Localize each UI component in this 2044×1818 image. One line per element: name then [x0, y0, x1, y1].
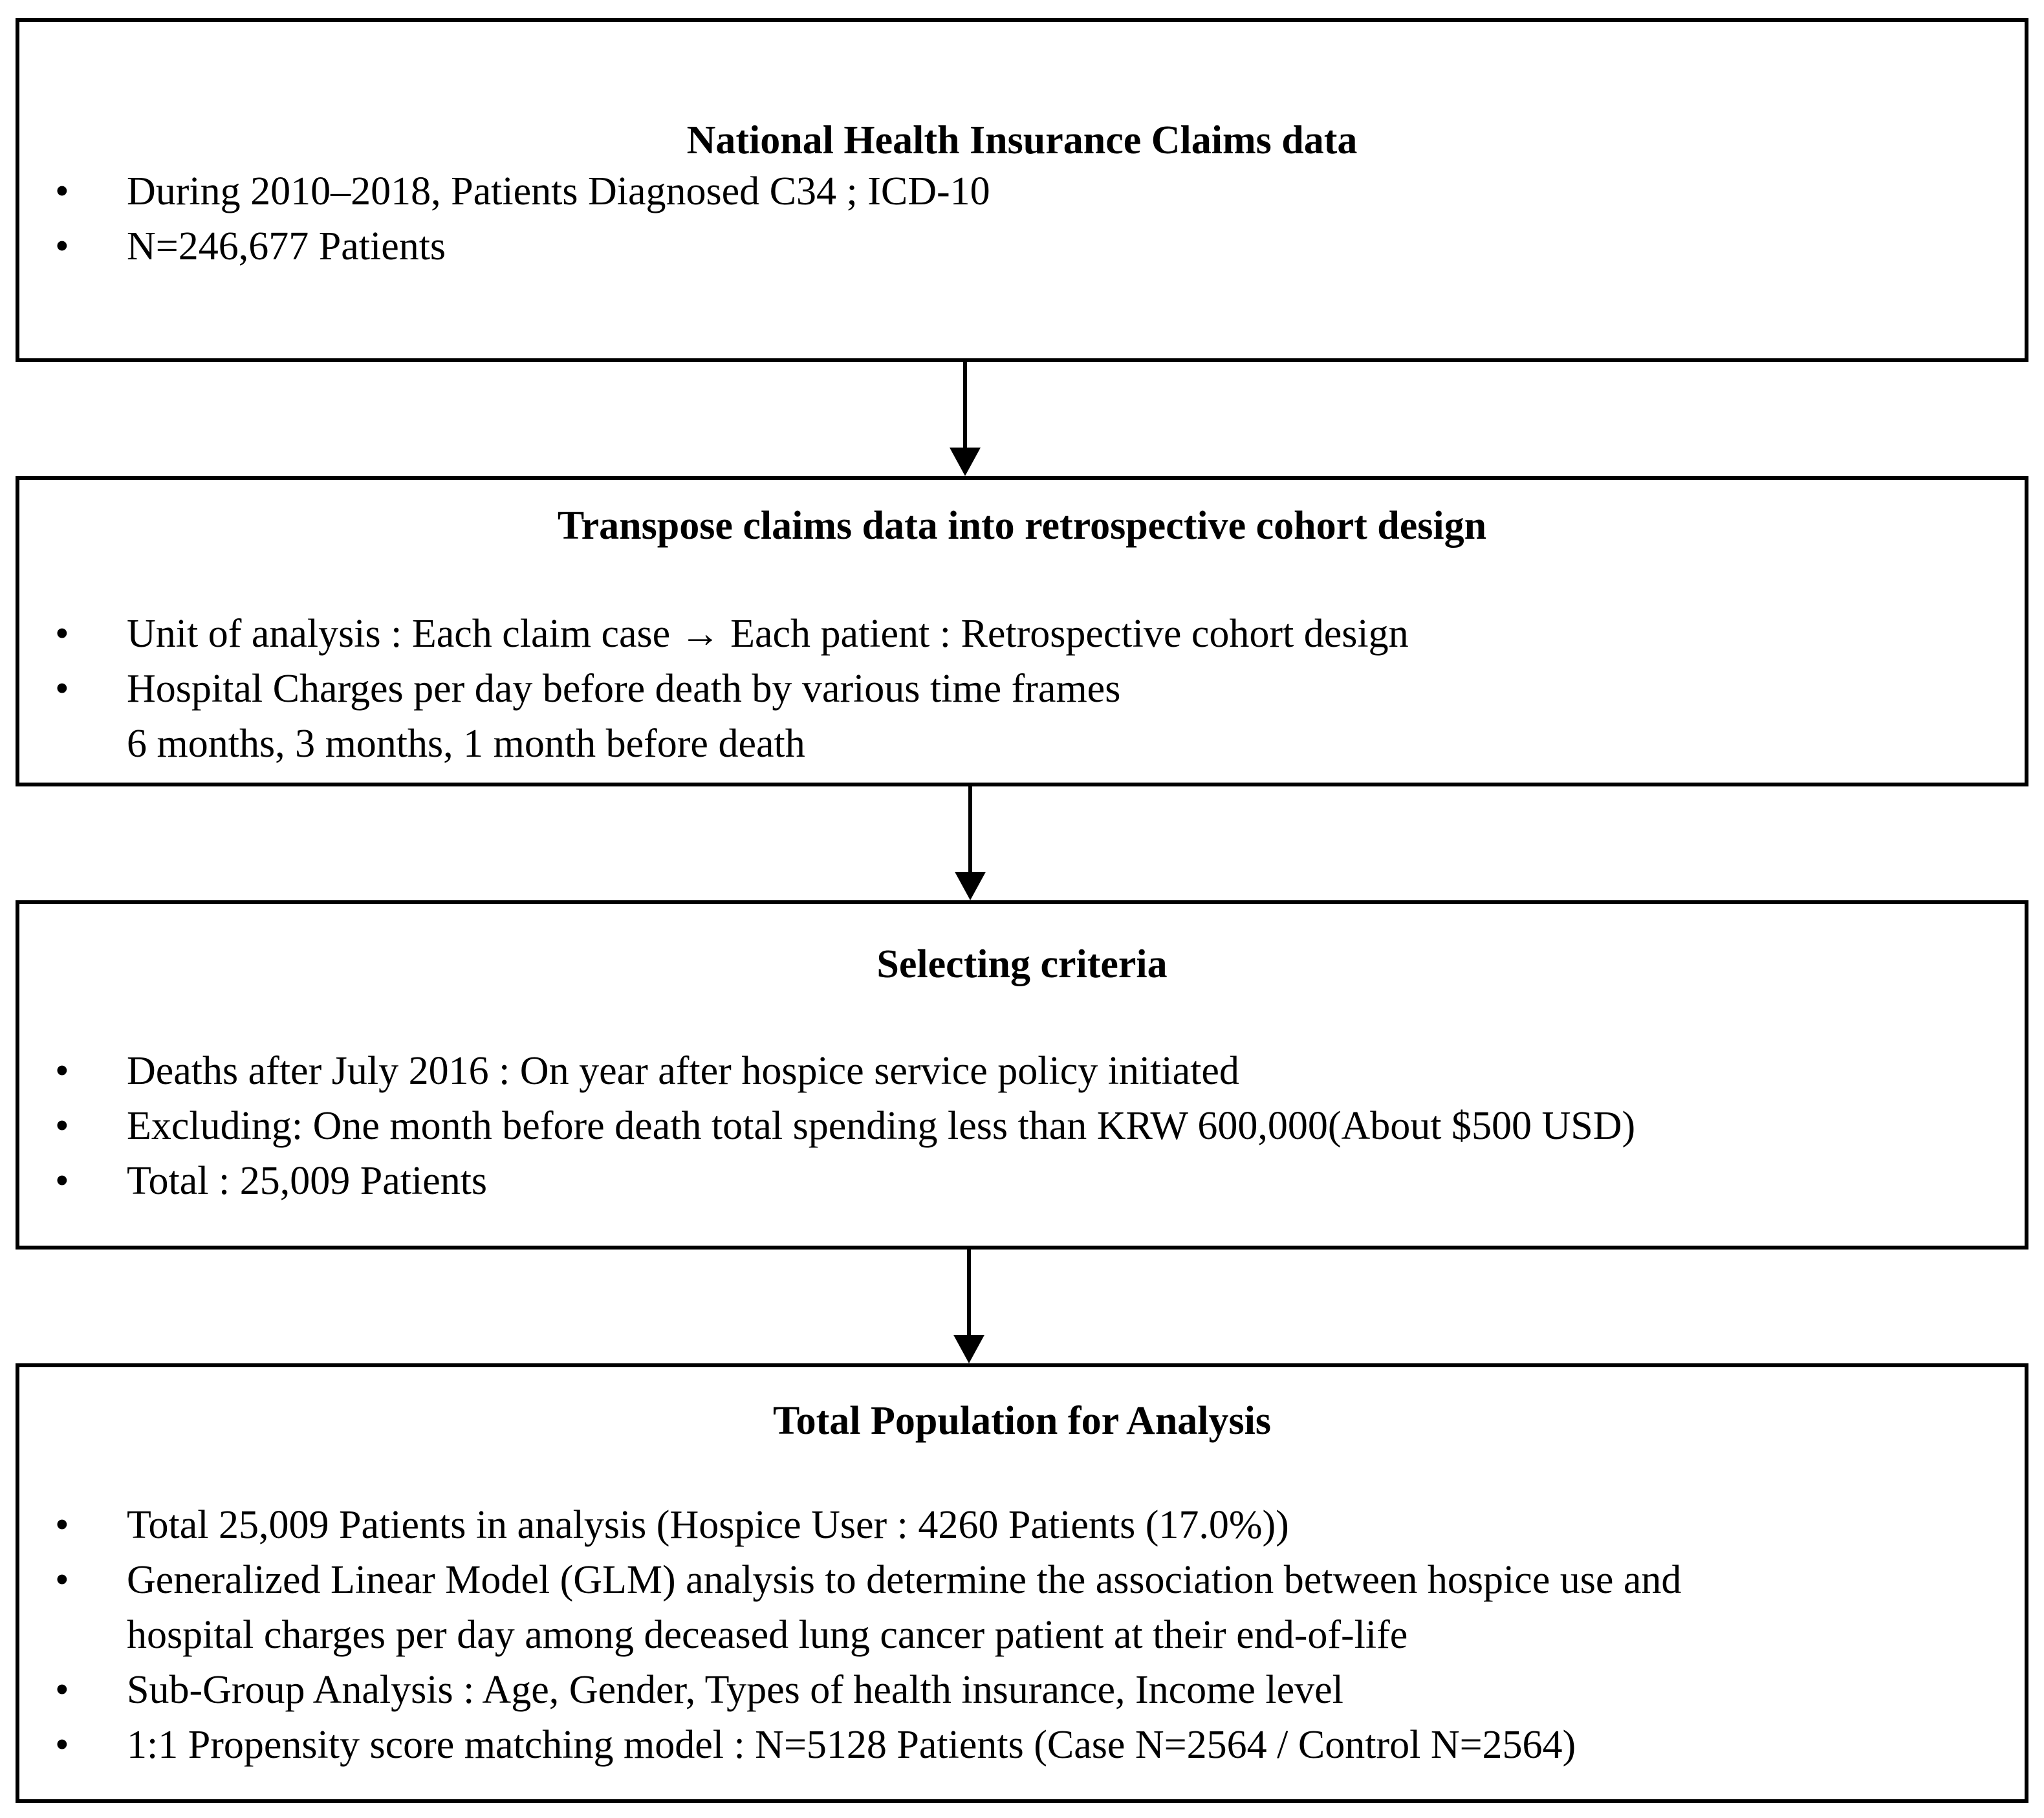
list-item: • Generalized Linear Model (GLM) analysi…: [19, 1553, 2025, 1663]
list-item: • Excluding: One month before death tota…: [19, 1099, 2025, 1154]
bullet-icon: •: [55, 169, 69, 213]
bullet-icon: •: [55, 224, 69, 268]
flow-box-title: Total Population for Analysis: [772, 1399, 1272, 1443]
flow-box-total-population: Total Population for Analysis • Total 25…: [16, 1363, 2028, 1803]
flow-box-title: National Health Insurance Claims data: [686, 118, 1358, 162]
bullet-list: • Deaths after July 2016 : On year after…: [19, 1044, 2025, 1209]
bullet-list: • During 2010–2018, Patients Diagnosed C…: [19, 164, 2025, 274]
list-item: • Unit of analysis : Each claim case → E…: [19, 607, 2025, 662]
flow-box-transpose: Transpose claims data into retrospective…: [16, 476, 2028, 786]
bullet-icon: •: [55, 1558, 69, 1602]
list-item: • During 2010–2018, Patients Diagnosed C…: [19, 164, 2025, 219]
list-item: • Hospital Charges per day before death …: [19, 662, 2025, 772]
list-item: • Sub-Group Analysis : Age, Gender, Type…: [19, 1663, 2025, 1718]
bullet-list: • Unit of analysis : Each claim case → E…: [19, 607, 2025, 772]
list-item: • N=246,677 Patients: [19, 219, 2025, 274]
list-item: • Total 25,009 Patients in analysis (Hos…: [19, 1498, 2025, 1553]
bullet-icon: •: [55, 1723, 69, 1767]
down-arrow-icon: [953, 1247, 984, 1363]
flow-box-selecting-criteria: Selecting criteria • Deaths after July 2…: [16, 900, 2028, 1250]
down-arrow-icon: [955, 784, 986, 900]
bullet-icon: •: [55, 1104, 69, 1148]
flow-box-claims-data: National Health Insurance Claims data • …: [16, 18, 2028, 362]
bullet-list: • Total 25,009 Patients in analysis (Hos…: [19, 1498, 2025, 1773]
flow-box-title: Selecting criteria: [876, 942, 1168, 986]
flow-box-title: Transpose claims data into retrospective…: [557, 504, 1487, 548]
list-item: • Deaths after July 2016 : On year after…: [19, 1044, 2025, 1099]
bullet-icon: •: [55, 1503, 69, 1547]
bullet-icon: •: [55, 1159, 69, 1203]
bullet-icon: •: [55, 667, 69, 711]
bullet-icon: •: [55, 1049, 69, 1093]
bullet-icon: •: [55, 612, 69, 656]
down-arrow-icon: [950, 360, 981, 476]
bullet-icon: •: [55, 1668, 69, 1712]
list-item: • 1:1 Propensity score matching model : …: [19, 1718, 2025, 1773]
list-item: • Total : 25,009 Patients: [19, 1154, 2025, 1209]
